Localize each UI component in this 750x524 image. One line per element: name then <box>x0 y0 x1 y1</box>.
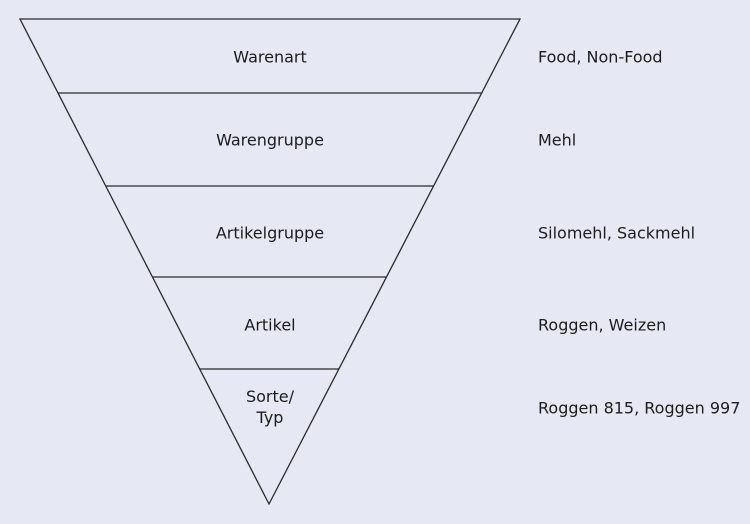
example-label-sorte-typ: Roggen 815, Roggen 997 <box>538 398 741 418</box>
example-label-warengruppe: Mehl <box>538 130 577 150</box>
level-label-sorte-typ: Sorte/ Typ <box>245 387 295 427</box>
level-label-artikel: Artikel <box>244 315 296 335</box>
level-label-artikelgruppe: Artikelgruppe <box>215 223 325 243</box>
level-label-warenart: Warenart <box>233 47 307 67</box>
triangle-outline <box>18 18 522 506</box>
example-label-warenart: Food, Non-Food <box>538 47 663 67</box>
example-label-artikelgruppe: Silomehl, Sackmehl <box>538 223 696 243</box>
level-label-warengruppe: Warengruppe <box>216 130 324 150</box>
example-label-artikel: Roggen, Weizen <box>538 315 667 335</box>
